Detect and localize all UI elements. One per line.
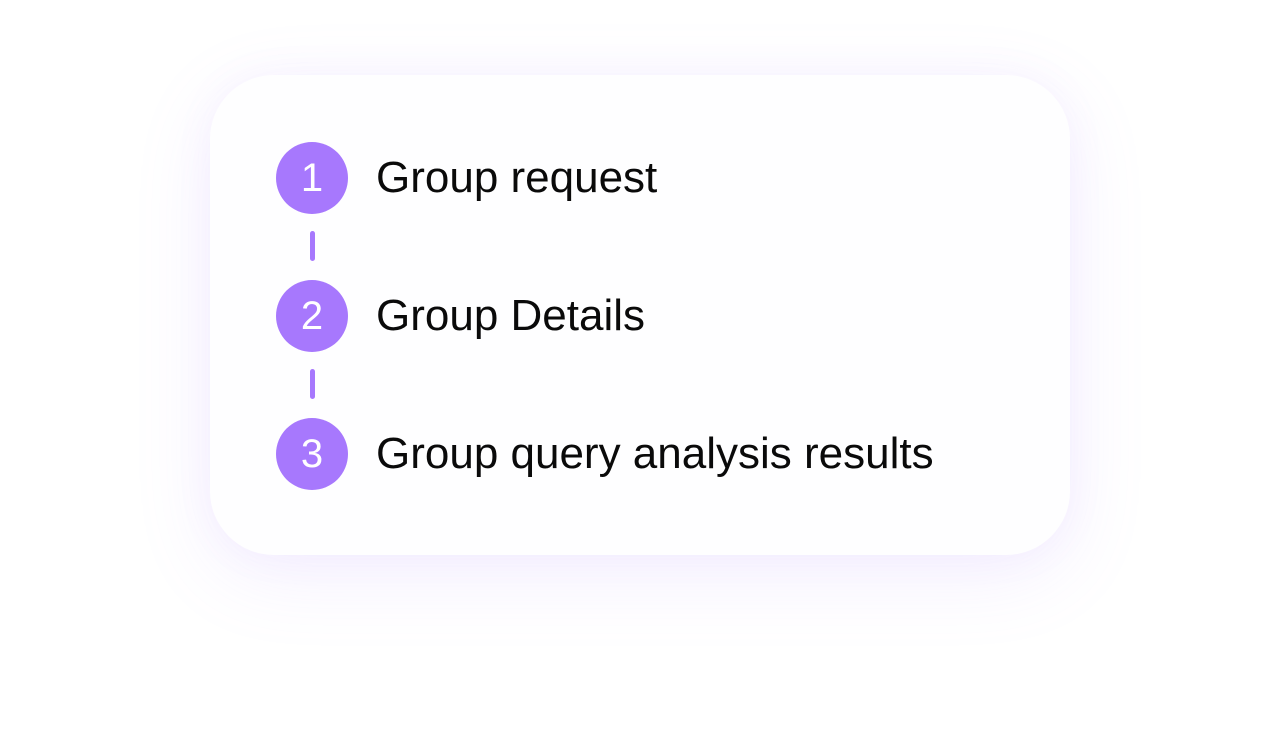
step-number-badge: 1 — [276, 142, 348, 214]
step-3[interactable]: 3 Group query analysis results — [276, 418, 934, 490]
step-number-badge: 3 — [276, 418, 348, 490]
step-connector — [310, 369, 315, 399]
step-number-badge: 2 — [276, 280, 348, 352]
step-label: Group Details — [376, 291, 646, 340]
steps-card: 1 Group request 2 Group Details 3 Group … — [210, 75, 1070, 555]
step-label: Group query analysis results — [376, 429, 934, 478]
step-label: Group request — [376, 153, 658, 202]
step-connector — [310, 231, 315, 261]
step-2[interactable]: 2 Group Details — [276, 280, 645, 352]
step-1[interactable]: 1 Group request — [276, 142, 657, 214]
